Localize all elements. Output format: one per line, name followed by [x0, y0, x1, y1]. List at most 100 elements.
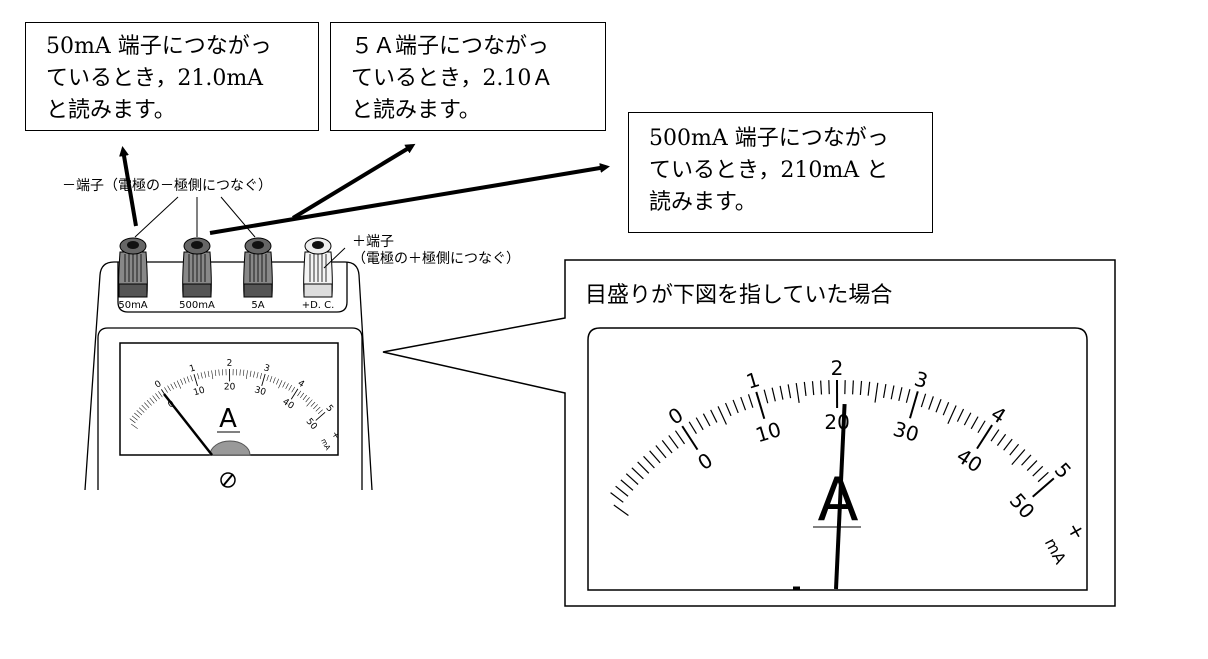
scale-tick [882, 383, 887, 398]
callout-line: 50mA 端子につながっ [46, 34, 272, 59]
scale-tick [996, 433, 1007, 446]
zoom-meter-needle [834, 403, 847, 590]
terminal-post[interactable]: 500mA [179, 237, 215, 311]
scale-tick [246, 370, 248, 379]
scale-tick [898, 387, 903, 402]
scale-tick [717, 406, 727, 425]
scale-tick [732, 399, 739, 414]
callout-50mA: 50mA 端子につながっ ているとき，21.0mA と読みます。 [25, 22, 319, 131]
scale-tick [134, 412, 140, 418]
scale-tick [253, 371, 255, 378]
scale-tick [146, 400, 152, 406]
scale-tick [282, 381, 286, 388]
scale-tick [963, 412, 972, 426]
unit-label: mA [319, 437, 333, 452]
scale-tick [291, 386, 296, 393]
outer-scale-label: 3 [262, 363, 270, 374]
scale-tick [811, 381, 815, 396]
arrow-500mA [209, 163, 610, 235]
callout-line: ているとき，210mA と [649, 158, 889, 183]
scale-tick [867, 381, 871, 396]
scale-tick [820, 380, 823, 395]
scale-tick [317, 409, 323, 415]
outer-scale-label: 1 [188, 364, 196, 375]
scale-tick [313, 404, 318, 410]
scale-tick [288, 385, 292, 391]
scale-tick [269, 376, 273, 383]
scale-tick [852, 380, 854, 395]
outer-scale-label: 4 [296, 379, 306, 391]
leader-lines [134, 196, 346, 269]
arrow-5A [291, 143, 416, 220]
scale-tick [956, 408, 965, 422]
inner-scale-label: 40 [280, 397, 295, 412]
scale-tick [942, 402, 950, 416]
scale-tick [243, 369, 245, 376]
scale-tick [131, 415, 138, 421]
scale-tick [164, 387, 168, 393]
scale-tick [136, 410, 143, 416]
scale-tick [643, 455, 655, 469]
scale-tick [928, 396, 934, 410]
scale-tick [637, 461, 650, 474]
scale-tick [740, 396, 747, 411]
scale-tick [763, 389, 769, 404]
scale-tick [1026, 460, 1038, 472]
terminal-post[interactable]: +D. C. [302, 237, 335, 311]
callout-line: と読みます。 [46, 98, 176, 123]
scale-tick [306, 399, 313, 407]
scale-tick [249, 370, 252, 377]
terminal-post[interactable]: 5A [243, 237, 273, 311]
scale-tick [859, 380, 863, 395]
scale-tick [180, 379, 184, 385]
scale-tick [655, 445, 667, 459]
scale-tick [1037, 471, 1049, 483]
outer-scale-label: 2 [227, 359, 233, 369]
scale-tick [649, 450, 661, 464]
scale-tick [144, 402, 150, 408]
scale-tick [138, 407, 145, 413]
terminal-label: 500mA [179, 300, 215, 311]
scale-tick [755, 391, 766, 420]
scale-tick [285, 383, 289, 389]
scale-tick [631, 467, 644, 480]
scale-tick [920, 393, 927, 408]
callout-line: 読みます。 [649, 190, 757, 215]
scale-tick [155, 393, 160, 400]
scale-tick [266, 374, 269, 382]
scale-tick [613, 504, 629, 517]
arrow-50mA [119, 146, 138, 227]
minus-terminal-note: －端子（電極の－極側につなぐ） [62, 178, 272, 194]
plus-terminal-note: （電極の＋極側につなぐ） [352, 251, 520, 267]
scale-tick [615, 485, 629, 497]
scale-tick [1032, 465, 1044, 477]
scale-tick [176, 380, 182, 389]
scale-tick [173, 382, 177, 388]
inner-scale-label: 20 [224, 382, 236, 392]
callout-line: ているとき，21.0mA [46, 66, 264, 91]
small-meter-needle [163, 393, 213, 456]
scale-tick [211, 370, 214, 380]
scale-tick [681, 425, 699, 451]
callout-line: 500mA 端子につながっ [649, 126, 889, 151]
scale-tick [625, 473, 639, 485]
scale-tick [661, 440, 673, 454]
scale-tick [890, 385, 895, 400]
scale-tick [710, 409, 718, 423]
scale-tick [779, 385, 784, 400]
scale-tick [970, 416, 979, 430]
scale-tick [620, 479, 634, 491]
scale-tick [152, 395, 158, 402]
inner-scale-label: 30 [253, 385, 267, 398]
scale-tick [193, 374, 198, 387]
scale-tick [290, 388, 299, 400]
scale-tick [167, 385, 171, 392]
terminal-post[interactable]: 50mA [118, 237, 148, 311]
callout-line: ているとき，2.10Ａ [351, 66, 554, 91]
zoom-panel [382, 259, 1116, 607]
scale-tick [214, 369, 217, 377]
callout-5A: ５Ａ端子につながっ ているとき，2.10Ａ と読みます。 [330, 22, 606, 131]
outer-scale-label: 2 [831, 356, 844, 380]
small-meter-symbol: A [219, 404, 237, 434]
